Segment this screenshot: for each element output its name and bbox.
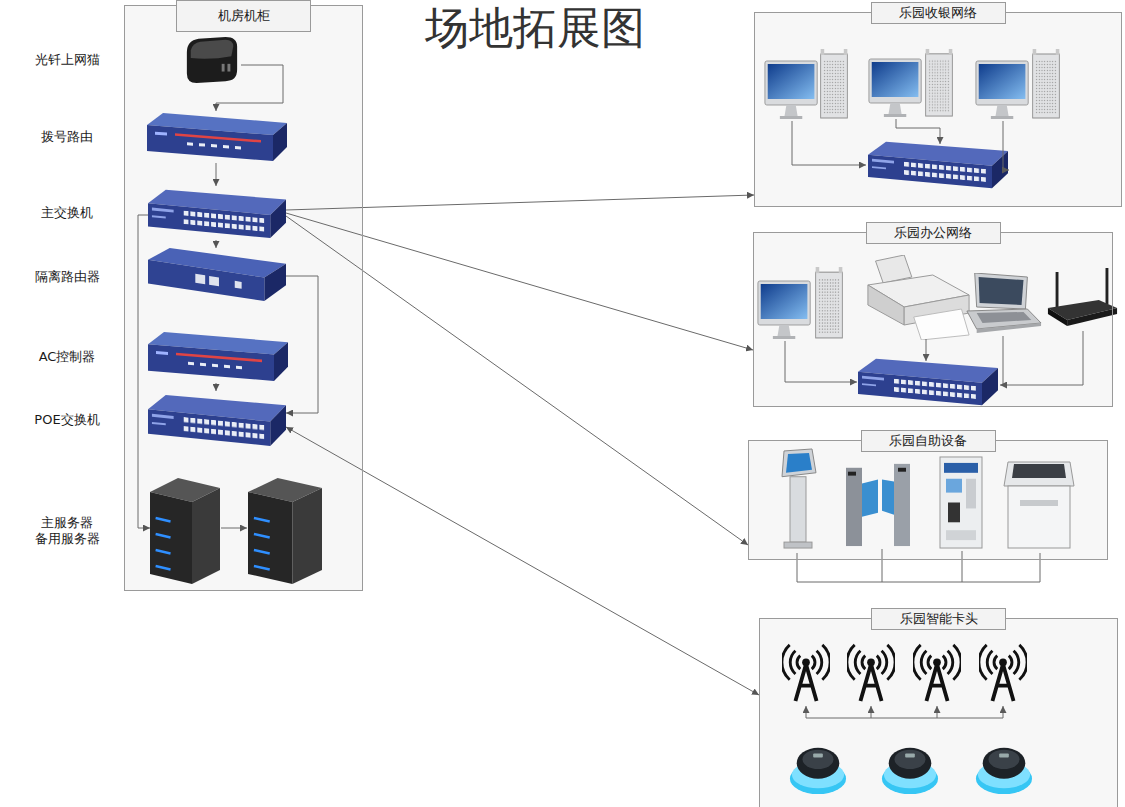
lan-wires xyxy=(785,331,1083,385)
controller-icon xyxy=(148,332,288,381)
laptop-icon xyxy=(967,273,1041,333)
switch-icon xyxy=(868,142,1008,188)
router-icon xyxy=(148,248,286,301)
device-bus xyxy=(797,549,1040,582)
antenna-icon xyxy=(782,645,830,701)
connector xyxy=(286,195,754,210)
panel-ground xyxy=(124,5,363,591)
computer-icon xyxy=(1033,49,1060,118)
gate-icon xyxy=(846,464,910,546)
device-label: POE交换机 xyxy=(22,412,112,428)
panel-ground xyxy=(759,618,1118,807)
lan-wire xyxy=(896,119,940,144)
router-icon xyxy=(147,113,287,161)
device-node: 拨号路由 xyxy=(147,111,287,163)
device-node: POE交换机 xyxy=(148,391,286,448)
bus-wire xyxy=(806,718,1003,719)
panel-title: 机房机柜 xyxy=(176,0,311,32)
card-reader-icon xyxy=(790,748,846,794)
bus-wire xyxy=(797,553,1040,582)
vending-icon xyxy=(940,457,982,548)
device-node: 光钎上网猫 xyxy=(183,35,241,85)
connector xyxy=(286,276,318,413)
kiosk-icon xyxy=(782,449,816,548)
device-label: 主服务器 备用服务器 xyxy=(22,515,112,547)
switch-icon xyxy=(858,359,998,405)
computer-icon xyxy=(816,267,843,338)
connector xyxy=(216,240,217,248)
antenna-icon xyxy=(913,645,961,701)
bus-wire xyxy=(1003,706,1004,718)
server-icon xyxy=(150,478,220,584)
bus-wire xyxy=(871,706,872,718)
bus-wire xyxy=(962,551,963,582)
printer-icon xyxy=(868,255,969,340)
connector xyxy=(216,65,283,111)
device-label: 主交换机 xyxy=(22,205,112,221)
computer-icon xyxy=(758,281,810,339)
group-panel: 乐园自助设备 xyxy=(748,440,1108,560)
card-reader-icon xyxy=(976,748,1032,794)
lan-wire xyxy=(1000,331,1083,385)
connector xyxy=(216,163,217,186)
card-reader-icon xyxy=(882,748,938,794)
bus-wire xyxy=(882,549,883,582)
connector xyxy=(286,216,748,545)
panel-title: 乐园收银网络 xyxy=(871,2,1006,24)
panel-ground xyxy=(748,440,1108,560)
server-icon xyxy=(248,478,322,584)
panel-title: 乐园自助设备 xyxy=(861,430,996,452)
computer-icon xyxy=(869,59,921,117)
device-label: 隔离路由器 xyxy=(22,269,112,285)
computer-icon xyxy=(926,49,953,116)
switch-icon xyxy=(148,190,286,238)
group-panel: 乐园办公网络 xyxy=(753,232,1113,407)
antenna-icon xyxy=(847,645,895,701)
connector xyxy=(216,383,217,391)
connector xyxy=(286,213,753,350)
bus-wire xyxy=(937,706,938,718)
connector xyxy=(286,427,759,695)
modem-icon xyxy=(187,37,237,83)
panel-ground xyxy=(754,12,1122,207)
device-label: 光钎上网猫 xyxy=(22,52,112,68)
panel-title: 乐园智能卡头 xyxy=(871,608,1006,630)
lan-wire xyxy=(785,341,857,382)
group-panel: 光钎上网猫拨号路由主交换机隔离路由器AC控制器POE交换机主服务器 备用服务器机… xyxy=(124,5,363,591)
lan-wires xyxy=(792,119,1009,170)
device-node: AC控制器 xyxy=(148,330,288,383)
wifi-router-icon xyxy=(1048,268,1117,326)
group-panel: 乐园收银网络 xyxy=(754,12,1122,207)
bus-wire xyxy=(806,706,807,718)
device-label: 拨号路由 xyxy=(22,129,112,145)
lan-wire xyxy=(1003,336,1004,385)
device-node: 隔离路由器 xyxy=(148,248,286,305)
device-node: 主服务器 备用服务器 xyxy=(150,478,322,584)
computer-icon xyxy=(821,49,848,118)
antenna-bus xyxy=(806,706,1003,718)
lan-wire xyxy=(1003,121,1009,170)
panel-title: 乐园办公网络 xyxy=(866,222,1001,244)
computer-icon xyxy=(976,61,1028,119)
lan-wire xyxy=(926,339,927,361)
device-node: 主交换机 xyxy=(148,186,286,240)
connector xyxy=(138,215,150,528)
server-link xyxy=(221,528,247,529)
diagram-title: 场地拓展图 xyxy=(425,3,645,54)
title-box: 场地拓展图 xyxy=(425,3,645,54)
switch-icon xyxy=(148,395,286,446)
lan-wire xyxy=(792,121,866,165)
antenna-icon xyxy=(979,645,1027,701)
device-label: AC控制器 xyxy=(22,349,112,365)
ticket-machine-icon xyxy=(1004,462,1074,548)
computer-icon xyxy=(765,61,817,119)
group-panel: 乐园智能卡头 xyxy=(759,618,1118,807)
